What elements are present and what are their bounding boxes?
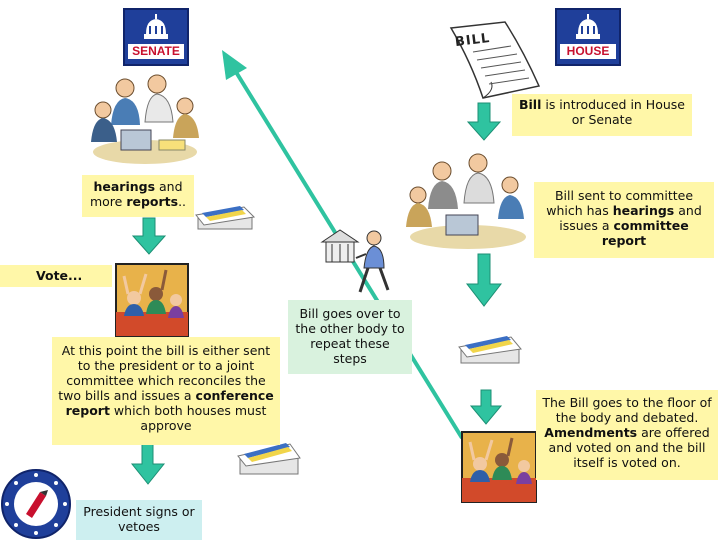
step-other-body: Bill goes over to the other body to repe…	[288, 300, 412, 374]
step-hearings: hearings and more reports..	[82, 175, 194, 217]
step-conference: At this point the bill is either sent to…	[52, 337, 280, 445]
step-introduced-bold: Bill	[518, 97, 542, 112]
step-committee-mid: and issues a	[559, 203, 702, 233]
down-arrow-senate-2	[130, 441, 166, 485]
down-arrow-house-1	[466, 102, 502, 141]
meeting-people-icon	[406, 153, 526, 249]
step-committee: Bill sent to committee which has hearing…	[534, 182, 714, 258]
down-arrow-house-3	[469, 389, 503, 425]
step-committee-bold2: committee report	[601, 218, 689, 248]
house-label: HOUSE	[560, 44, 616, 59]
step-conference-rest: which both houses must approve	[113, 403, 267, 433]
return-arrow-head	[222, 50, 247, 80]
step-floor-rest: are offered and voted on and the bill it…	[548, 425, 710, 470]
presidential-seal-icon	[1, 469, 71, 539]
meeting-people-icon	[91, 74, 199, 164]
capitol-dome-icon	[144, 14, 168, 39]
step-introduced: Bill is introduced in House or Senate	[512, 94, 692, 136]
step-conference-pre: At this point the bill is either sent to…	[58, 343, 271, 403]
walking-messenger-icon	[320, 229, 390, 293]
step-floor: The Bill goes to the floor of the body a…	[536, 390, 718, 480]
capitol-dome-icon	[576, 14, 600, 39]
report-stack-icon	[237, 443, 301, 475]
step-vote: Vote...	[0, 265, 112, 287]
bill-paper-icon	[449, 21, 541, 99]
step-conference-bold: conference report	[65, 388, 274, 418]
step-president: President signs or vetoes	[76, 500, 202, 540]
down-arrow-senate-1	[131, 217, 167, 255]
down-arrow-house-2	[465, 253, 503, 307]
step-floor-pre: The Bill goes to the floor of the body a…	[542, 395, 712, 425]
senate-label: SENATE	[128, 44, 184, 59]
voting-hands-icon	[461, 431, 537, 503]
step-committee-pre: Bill sent to committee which has	[546, 188, 694, 218]
senate-seal: SENATE	[123, 8, 189, 66]
report-stack-icon	[458, 336, 522, 364]
step-introduced-text: is introduced in House or Senate	[541, 97, 685, 127]
step-committee-bold1: hearings	[612, 203, 675, 218]
step-hearings-rest: ..	[178, 194, 187, 209]
step-hearings-bold1: hearings	[93, 179, 156, 194]
step-hearings-bold2: reports	[126, 194, 179, 209]
step-hearings-mid: and more	[89, 179, 183, 209]
house-seal: HOUSE	[555, 8, 621, 66]
report-stack-icon	[195, 206, 256, 230]
voting-hands-icon	[115, 263, 189, 337]
step-floor-bold: Amendments	[544, 425, 638, 440]
